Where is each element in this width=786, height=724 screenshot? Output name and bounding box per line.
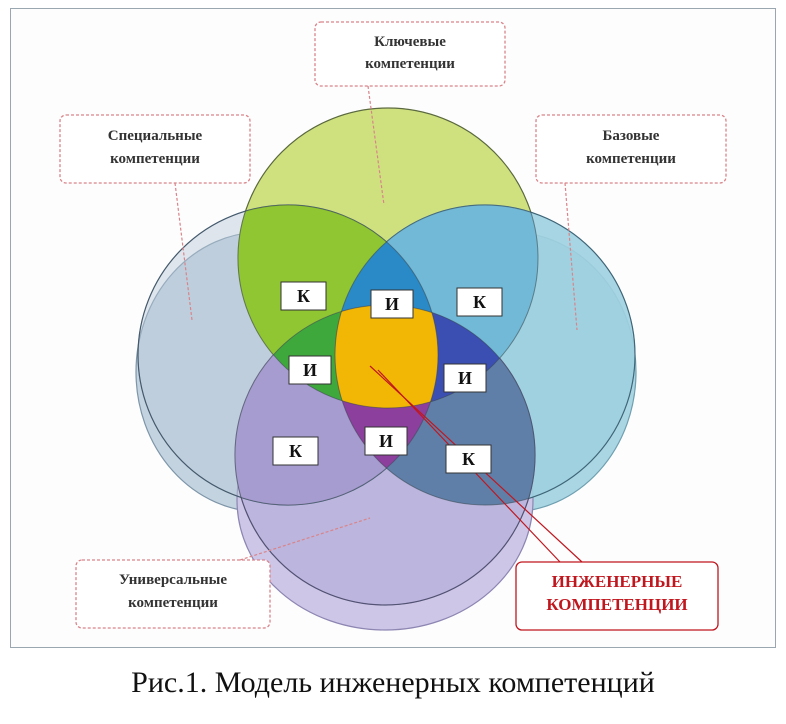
special-universal-basic-overlap [335,305,438,505]
callout-special-line1: Специальные [108,128,203,144]
callout-key-line2: компетенции [365,56,455,72]
tag-k-bottom-left-label: К [289,441,302,461]
tag-k-bottom-left: К [272,436,319,466]
callout-universal: Универсальные компетенции [75,517,371,629]
callout-key: Ключевые компетенции [314,21,506,206]
tag-k-top-right-label: К [473,292,486,312]
tag-i-top-label: И [385,294,399,314]
callout-basic-line1: Базовые [603,128,660,144]
callout-special-line2: компетенции [110,151,200,167]
callout-basic: Базовые компетенции [535,114,727,331]
basic-universal-key-overlap [335,305,535,408]
tag-k-bottom-right-label: К [462,449,475,469]
tag-i-right: И [443,363,487,393]
callout-special: Специальные компетенции [59,114,251,321]
tag-i-bottom-label: И [379,431,393,451]
tag-k-top-left: К [280,281,327,311]
callout-universal-line1: Универсальные [119,572,227,588]
callout-engineering: ИНЖЕНЕРНЫЕ КОМПЕТЕНЦИИ [369,365,719,631]
callout-basic-line2: компетенции [586,151,676,167]
tag-i-left-label: И [303,360,317,380]
tag-i-top: И [370,289,414,319]
figure-caption: Рис.1. Модель инженерных компетенций [131,666,655,699]
callout-engineering-line2: КОМПЕТЕНЦИИ [546,595,687,614]
callout-universal-line2: компетенции [128,595,218,611]
callout-engineering-line1: ИНЖЕНЕРНЫЕ [552,572,683,591]
tag-k-top-left-label: К [297,286,310,306]
venn-diagram: Ключевые компетенции Специальные компете… [59,21,727,631]
tag-i-bottom: И [364,426,408,456]
tag-k-top-right: К [456,287,503,317]
tag-k-bottom-right: К [445,444,492,474]
tag-i-right-label: И [458,368,472,388]
callout-key-line1: Ключевые [374,34,446,50]
tag-i-left: И [288,355,332,385]
key-basic-special-overlap [335,205,438,408]
